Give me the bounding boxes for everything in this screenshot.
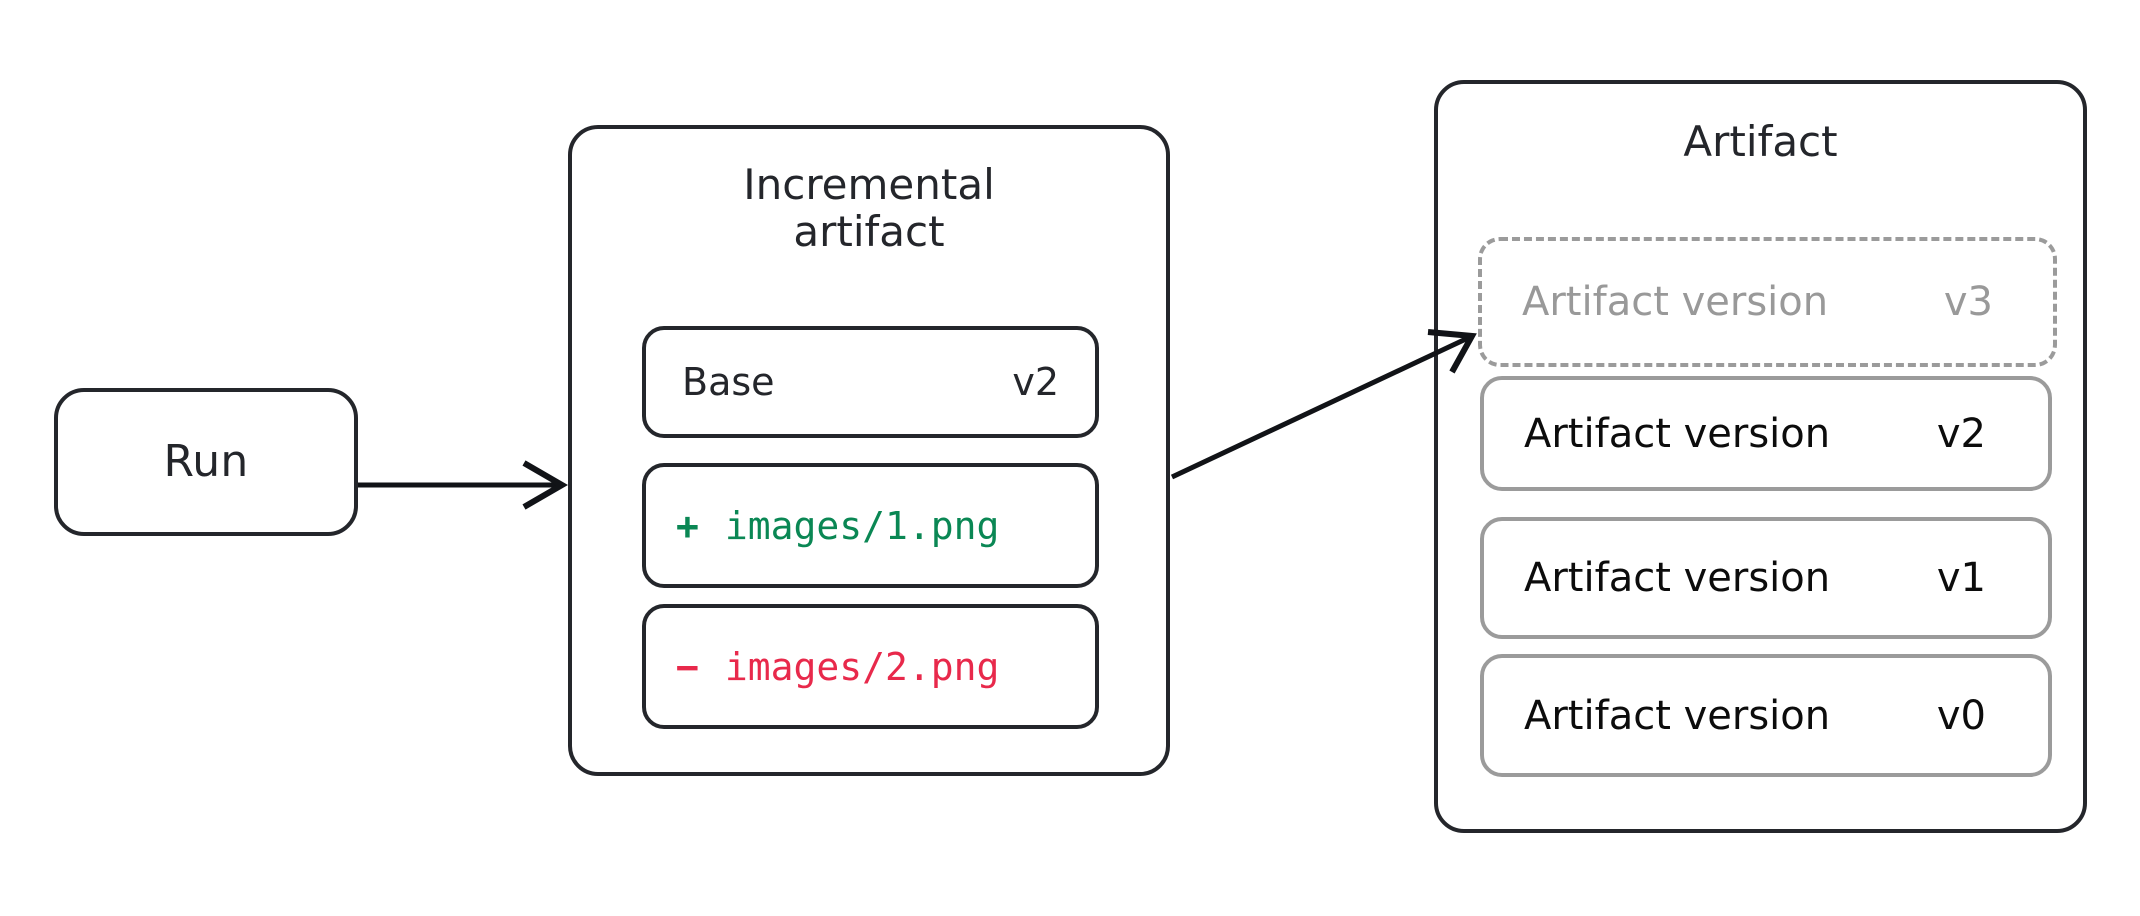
incremental-row-removed[interactable]: − images/2.png <box>642 604 1099 729</box>
artifact-version-v3-pending[interactable]: Artifact version v3 <box>1478 237 2057 367</box>
plus-icon: + <box>676 503 699 548</box>
added-file-path: images/1.png <box>724 503 1000 548</box>
artifact-node[interactable]: Artifact Artifact version v3 Artifact ve… <box>1434 80 2087 833</box>
artifact-version-v2-value: v2 <box>1936 410 1986 457</box>
artifact-version-v2[interactable]: Artifact version v2 <box>1480 376 2052 491</box>
artifact-version-v0[interactable]: Artifact version v0 <box>1480 654 2052 777</box>
artifact-version-v1-label: Artifact version <box>1524 555 1831 601</box>
incremental-artifact-title: Incremental artifact <box>743 160 995 257</box>
artifact-version-v1[interactable]: Artifact version v1 <box>1480 517 2052 639</box>
artifact-version-v0-label: Artifact version <box>1524 692 1831 739</box>
artifact-version-v3-label: Artifact version <box>1522 279 1829 325</box>
run-node[interactable]: Run <box>54 388 358 536</box>
run-node-label: Run <box>163 436 249 487</box>
incremental-row-base-version: v2 <box>1012 360 1059 404</box>
added-file-row: + images/1.png <box>676 504 999 548</box>
artifact-version-v2-label: Artifact version <box>1524 410 1831 457</box>
incremental-row-base[interactable]: Base v2 <box>642 326 1099 438</box>
removed-file-path: images/2.png <box>724 644 1000 689</box>
incremental-row-added[interactable]: + images/1.png <box>642 463 1099 588</box>
artifact-version-v1-value: v1 <box>1936 555 1986 601</box>
incremental-row-base-label: Base <box>682 360 775 404</box>
minus-icon: − <box>676 644 699 689</box>
removed-file-row: − images/2.png <box>676 645 999 689</box>
incremental-artifact-node[interactable]: Incremental artifact Base v2 + images/1.… <box>568 125 1170 776</box>
artifact-version-v0-value: v0 <box>1936 692 1986 739</box>
arrow-incremental-to-artifact <box>1170 335 1470 480</box>
artifact-version-v3-value: v3 <box>1943 279 1993 325</box>
artifact-title: Artifact <box>1683 117 1838 166</box>
arrowhead-run-to-incremental <box>522 460 568 510</box>
